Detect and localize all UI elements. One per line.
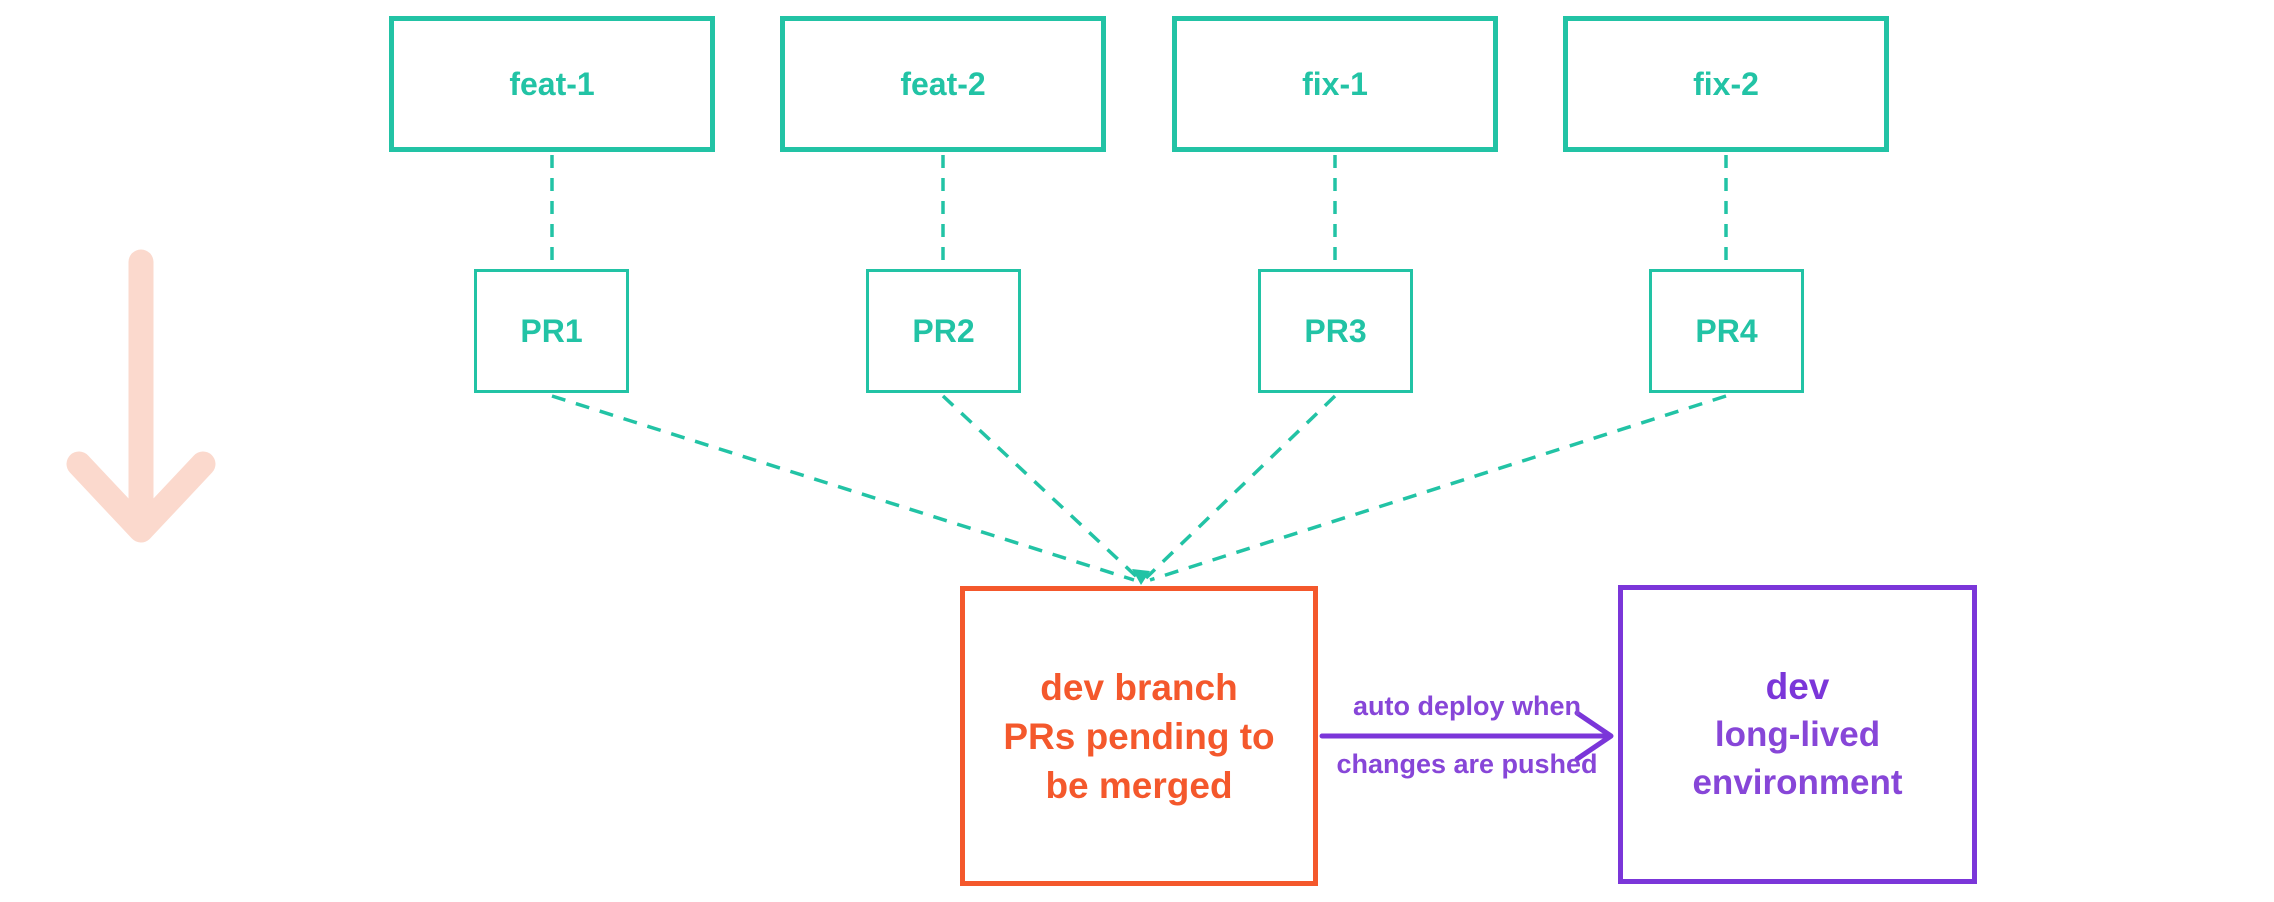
dev-branch-name: dev <box>1040 666 1105 708</box>
dev-branch-title: dev branch <box>1040 663 1237 712</box>
deploy-label-line2: changes are pushed <box>1336 749 1598 779</box>
deploy-label-line1: auto deploy when <box>1352 691 1581 721</box>
pr-label: PR3 <box>1304 312 1367 349</box>
pr-label: PR1 <box>520 312 583 349</box>
environment-type-line1: long-lived <box>1714 714 1881 754</box>
dev-branch-name-suffix: branch <box>1104 666 1238 708</box>
node-dev-branch: dev branch PRs pending to be merged <box>960 586 1318 886</box>
node-feat-1: feat-1 <box>389 16 715 152</box>
node-fix-2: fix-2 <box>1563 16 1889 152</box>
pr2-dev-link <box>941 394 1140 580</box>
node-pr1: PR1 <box>474 269 629 393</box>
node-pr2: PR2 <box>866 269 1021 393</box>
branch-label: fix-2 <box>1693 65 1759 102</box>
down-arrow-icon <box>66 249 216 543</box>
pr4-dev-link <box>1149 394 1727 582</box>
node-fix-1: fix-1 <box>1172 16 1498 152</box>
pr-label: PR2 <box>912 312 975 349</box>
node-dev-environment: dev long-lived environment <box>1618 585 1977 884</box>
pr-label: PR4 <box>1695 312 1758 349</box>
environment-type-line2: environment <box>1692 762 1903 802</box>
branch-label: feat-2 <box>900 65 986 102</box>
dev-branch-note-line1: PRs pending to <box>1003 715 1275 757</box>
branch-label: feat-1 <box>509 65 595 102</box>
merge-arrowhead-icon <box>1132 569 1150 585</box>
pr3-dev-link <box>1144 394 1337 580</box>
node-pr4: PR4 <box>1649 269 1804 393</box>
pr1-dev-link <box>551 394 1135 582</box>
branch-label: fix-1 <box>1302 65 1368 102</box>
node-pr3: PR3 <box>1258 269 1413 393</box>
environment-name: dev <box>1765 665 1830 707</box>
dev-branch-note-line2: be merged <box>1045 764 1233 806</box>
node-feat-2: feat-2 <box>780 16 1106 152</box>
